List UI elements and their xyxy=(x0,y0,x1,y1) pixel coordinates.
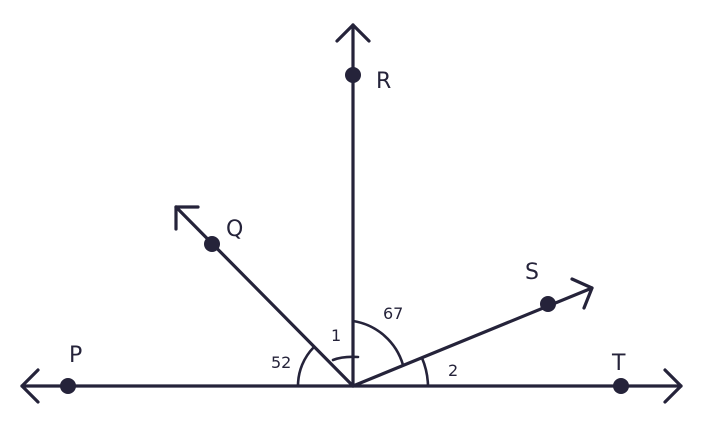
ray-q xyxy=(174,205,355,388)
arrowhead-q-icon xyxy=(174,205,200,231)
label-s: S xyxy=(525,260,539,285)
angle-arc-2 xyxy=(420,356,430,388)
angle-arc-67 xyxy=(351,319,405,367)
label-q: Q xyxy=(226,217,243,242)
ray-r xyxy=(335,23,371,388)
point-p xyxy=(60,378,76,394)
point-s xyxy=(540,296,556,312)
label-t: T xyxy=(611,351,626,376)
angle-label-52: 52 xyxy=(271,353,291,372)
angle-label-2: 2 xyxy=(448,361,458,380)
label-p: P xyxy=(69,343,82,368)
angle-arc-52 xyxy=(296,345,316,388)
angle-label-67: 67 xyxy=(383,304,403,323)
arrowhead-right-icon xyxy=(663,368,683,404)
arrowhead-up-icon xyxy=(335,23,371,43)
point-t xyxy=(613,378,629,394)
arrowhead-left-icon xyxy=(20,368,40,404)
angle-label-1: 1 xyxy=(331,326,341,345)
label-r: R xyxy=(376,69,391,94)
point-r xyxy=(345,67,361,83)
arrowhead-s-icon xyxy=(570,277,594,310)
point-q xyxy=(204,236,220,252)
ray-s xyxy=(351,277,594,388)
angle-arc-1 xyxy=(331,355,360,362)
